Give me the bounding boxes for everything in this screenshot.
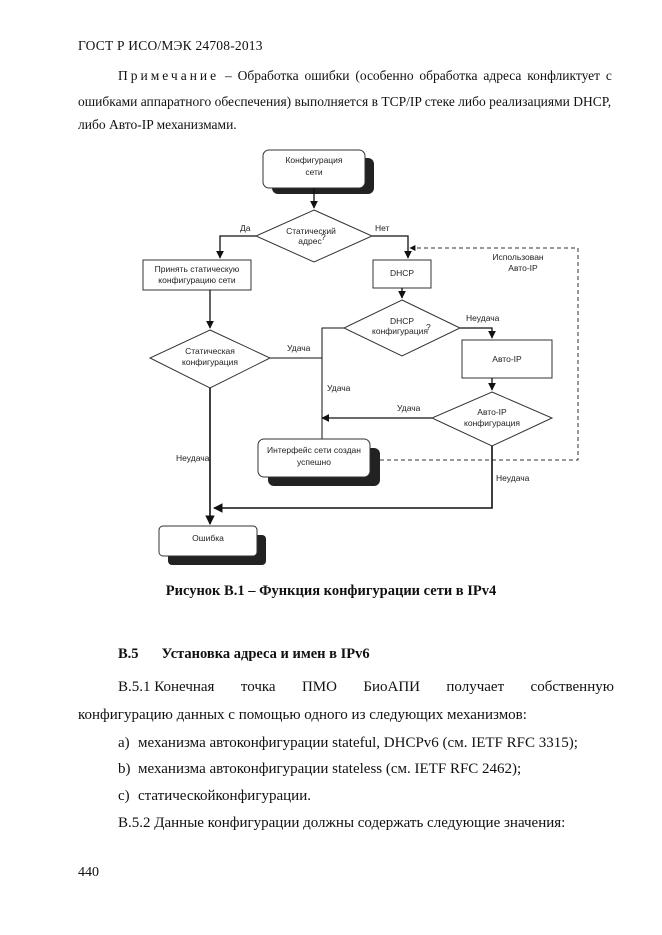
dhcp-label: DHCP (390, 268, 414, 278)
note-line-2: ошибками аппаратного обеспечения) выполн… (78, 94, 612, 109)
accept-static-label-1: Принять статическую (155, 264, 240, 274)
start-label-1: Конфигурация (285, 155, 342, 165)
list-item: с) статическойконфигурации. (118, 788, 311, 805)
start-label-2: сети (305, 167, 323, 177)
note-label: Примечание (118, 68, 220, 83)
success-label-1: Удача (287, 343, 311, 353)
note-line-1: Примечание – Обработка ошибки (особенно … (118, 68, 612, 84)
start-node: Конфигурация сети (262, 149, 374, 194)
arrow-yes (216, 235, 256, 259)
list-text: механизма автоконфигурации stateless (см… (138, 761, 522, 777)
failure-label-1: Неудача (466, 313, 500, 323)
para-word: В.5.1 Конечная (118, 679, 215, 695)
error-node: Ошибка (158, 525, 266, 565)
note-word: конфликтует (527, 68, 601, 83)
dhcp-decision-label-1: DHCP (390, 316, 414, 326)
accept-static-node: Принять статическую конфигурацию сети (142, 259, 252, 291)
paragraph-1-line-1: В.5.1 Конечная точка ПМО БиоАПИ получает… (118, 679, 614, 696)
paragraph-2: В.5.2 Данные конфигурации должны содержа… (118, 815, 566, 831)
auto-ip-label: Авто-IP (492, 354, 522, 364)
error-label: Ошибка (192, 533, 224, 543)
success-label-2: Удача (327, 383, 351, 393)
static-config-decision: Статическая конфигурация (148, 329, 272, 389)
interface-label-2: успешно (297, 457, 331, 467)
dhcp-node: DHCP (372, 259, 432, 289)
page-number: 440 (78, 865, 99, 880)
auto-ip-used-label-2: Авто-IP (508, 263, 538, 273)
dhcp-decision: DHCP конфигурация ? (342, 299, 462, 357)
interface-created-node: Интерфейс сети создан успешно (257, 438, 380, 486)
figure-caption: Рисунок В.1 – Функция конфигурации сети … (165, 583, 497, 599)
note-word: (особенно (355, 68, 414, 83)
list-text: механизма автоконфигурации stateful, DHC… (138, 735, 578, 751)
note-word: – (225, 68, 232, 83)
static-decision-label-2: адрес (298, 236, 322, 246)
para-word: получает (446, 679, 505, 695)
dashed-auto-ip-used-loop (380, 245, 579, 461)
section-title: Установка адреса и имен в IPv6 (161, 646, 370, 662)
note-word: обработка (419, 68, 478, 83)
arrow-no (372, 235, 412, 259)
no-label: Нет (375, 223, 390, 233)
failure-label-2: Неудача (176, 453, 210, 463)
note-word: ошибки (304, 68, 350, 83)
yes-label: Да (240, 223, 251, 233)
static-config-label-1: Статическая (185, 346, 235, 356)
failure-label-3: Неудача (496, 473, 530, 483)
list-marker: с) (118, 788, 130, 804)
auto-ip-used-label-1: Использован (492, 252, 544, 262)
paragraph-1-line-2: конфигурацию данных с помощью одного из … (78, 707, 527, 723)
auto-ip-decision-label-1: Авто-IP (477, 407, 507, 417)
interface-label-1: Интерфейс сети создан (267, 445, 361, 455)
note-word: с (605, 68, 612, 83)
auto-ip-decision: Авто-IP конфигурация (430, 391, 554, 447)
document-header: ГОСТ Р ИСО/МЭК 24708-2013 (78, 38, 263, 53)
flowchart-diagram: Конфигурация сети Статический адрес ? Да… (142, 149, 579, 565)
accept-static-label-2: конфигурацию сети (158, 275, 236, 285)
para-word: собственную (530, 679, 614, 695)
dhcp-decision-sup: ? (426, 322, 431, 332)
list-item: b) механизма автоконфигурации stateless (… (118, 761, 521, 778)
arrow-auto-ip-failure (213, 446, 493, 513)
list-text: статическойконфигурации. (138, 788, 311, 804)
note-word: адреса (483, 68, 522, 83)
arrow-dhcp-failure (460, 327, 496, 339)
section-number: В.5 (118, 646, 139, 662)
static-address-decision: Статический адрес ? (254, 209, 374, 263)
list-item: а) механизма автоконфигурации stateful, D… (118, 735, 578, 752)
para-word: точка (240, 679, 276, 695)
static-decision-sup: ? (321, 232, 326, 242)
note-line-3: либо Авто-IP механизмами. (78, 117, 237, 132)
list-marker: b) (118, 761, 131, 777)
static-config-label-2: конфигурация (182, 357, 238, 367)
dhcp-decision-label-2: конфигурация (372, 326, 428, 336)
note-word: Обработка (237, 68, 299, 83)
list-marker: а) (118, 735, 130, 751)
section-heading: В.5 Установка адреса и имен в IPv6 (118, 646, 370, 663)
auto-ip-node: Авто-IP (461, 339, 553, 379)
para-word: БиоАПИ (363, 679, 421, 695)
para-word: ПМО (301, 679, 337, 695)
success-label-3: Удача (397, 403, 421, 413)
line-dhcp-success (321, 327, 344, 440)
auto-ip-decision-label-2: конфигурация (464, 418, 520, 428)
static-decision-label-1: Статический (286, 226, 336, 236)
